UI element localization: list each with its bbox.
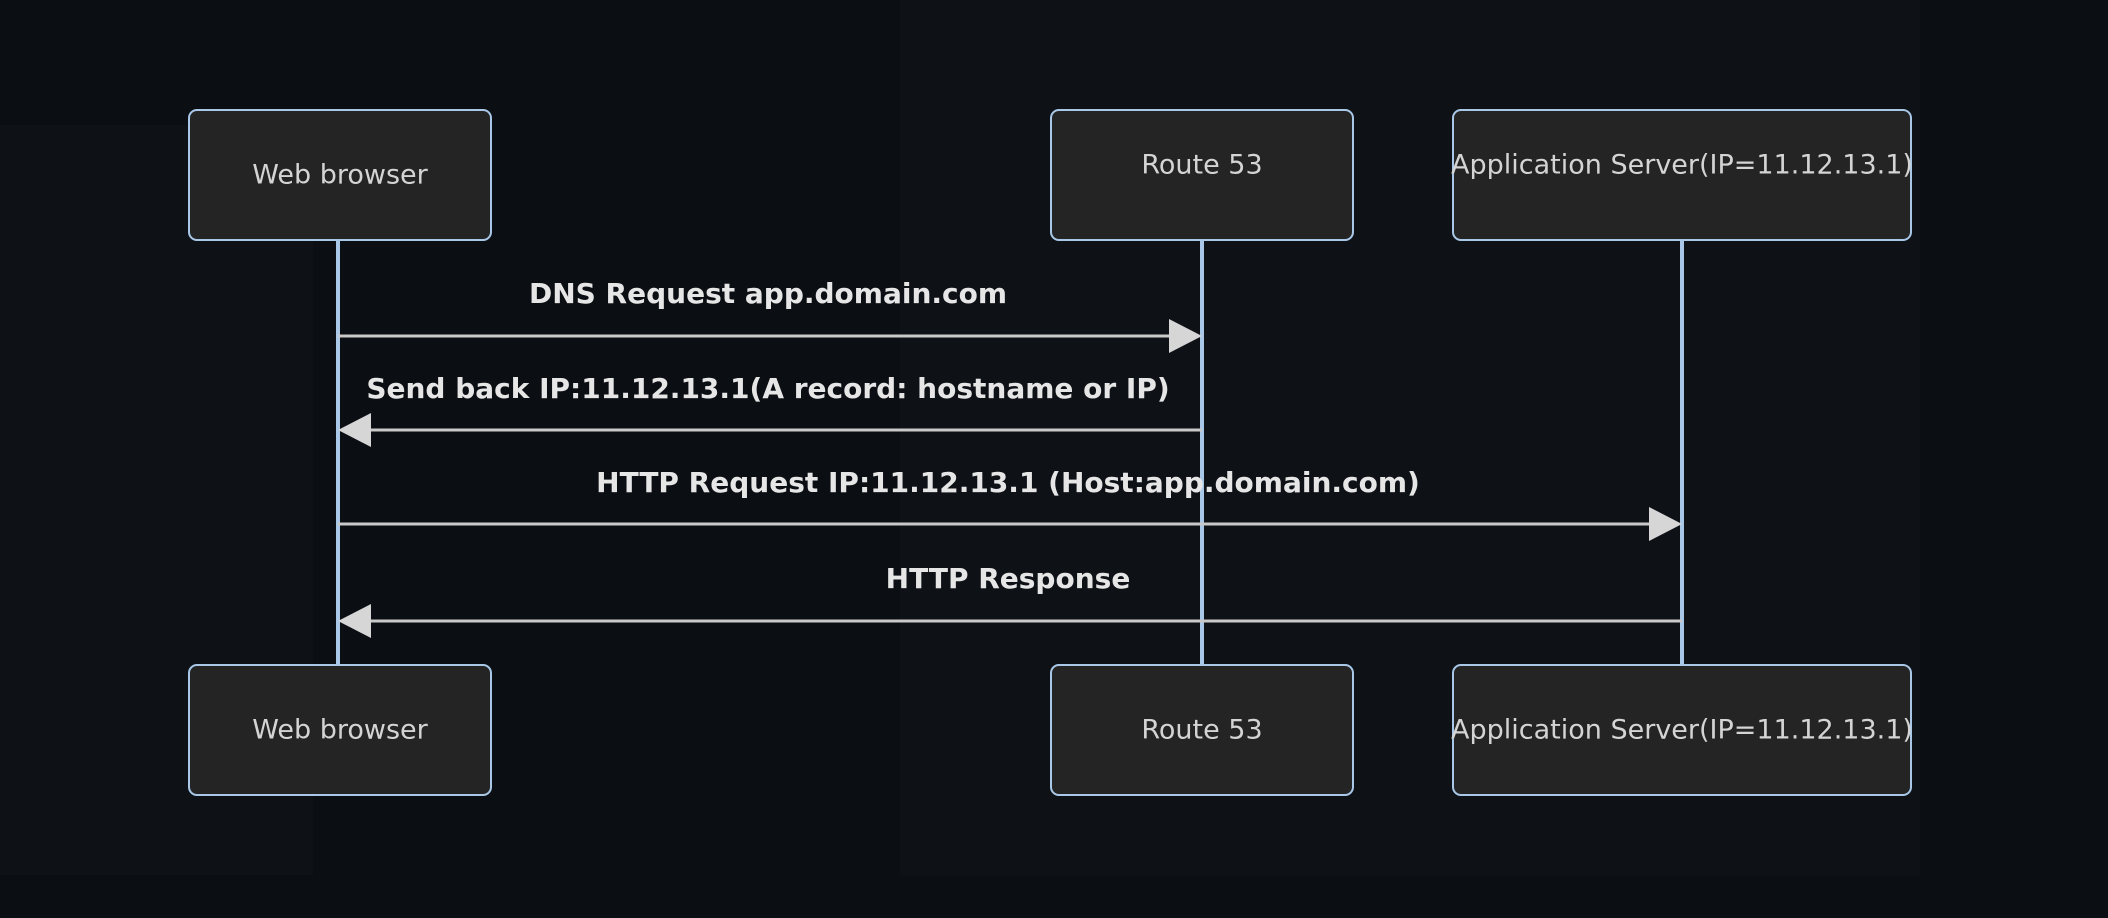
lifelines (336, 240, 1684, 665)
arrowhead-left (338, 604, 371, 638)
participant-box-appserver-bottom[interactable]: Application Server(IP=11.12.13.1) (1451, 664, 1913, 796)
participant-box-rect (188, 109, 492, 241)
participant-box-browser-bottom[interactable]: Web browser (188, 664, 492, 796)
arrowhead-right (1169, 319, 1202, 353)
arrowhead-right (1649, 507, 1682, 541)
message-label: HTTP Request IP:11.12.13.1 (Host:app.dom… (596, 466, 1420, 499)
participant-box-rect (1452, 664, 1912, 796)
participant-box-rect (1452, 109, 1912, 241)
participant-box-browser-top[interactable]: Web browser (188, 109, 492, 241)
participant-label-appserver-bottom: Application Server(IP=11.12.13.1) (1451, 715, 1913, 746)
participant-label-browser-bottom: Web browser (252, 715, 428, 746)
participant-box-appserver-top[interactable]: Application Server(IP=11.12.13.1) (1451, 109, 1913, 241)
participant-box-rect (1050, 109, 1354, 241)
participant-boxes-top: Web browser Route 53 Application Server(… (188, 109, 1913, 241)
message-http-request[interactable]: HTTP Request IP:11.12.13.1 (Host:app.dom… (338, 466, 1682, 541)
participant-box-route53-top[interactable]: Route 53 (1050, 109, 1354, 241)
message-http-response[interactable]: HTTP Response (338, 562, 1682, 638)
participant-label-route53-top: Route 53 (1141, 150, 1262, 181)
participant-box-rect (188, 664, 492, 796)
participant-box-route53-bottom[interactable]: Route 53 (1050, 664, 1354, 796)
participant-label-appserver-top: Application Server(IP=11.12.13.1) (1451, 150, 1913, 181)
messages: DNS Request app.domain.com Send back IP:… (338, 277, 1682, 638)
message-send-back-ip[interactable]: Send back IP:11.12.13.1(A record: hostna… (338, 372, 1202, 447)
message-label: DNS Request app.domain.com (529, 277, 1007, 310)
participant-box-rect (1050, 664, 1354, 796)
message-label: HTTP Response (886, 562, 1131, 595)
participant-label-route53-bottom: Route 53 (1141, 715, 1262, 746)
message-label: Send back IP:11.12.13.1(A record: hostna… (366, 372, 1169, 405)
arrowhead-left (338, 413, 371, 447)
participant-label-browser-top: Web browser (252, 160, 428, 191)
message-dns-request[interactable]: DNS Request app.domain.com (338, 277, 1202, 353)
participant-boxes-bottom: Web browser Route 53 Application Server(… (188, 664, 1913, 796)
